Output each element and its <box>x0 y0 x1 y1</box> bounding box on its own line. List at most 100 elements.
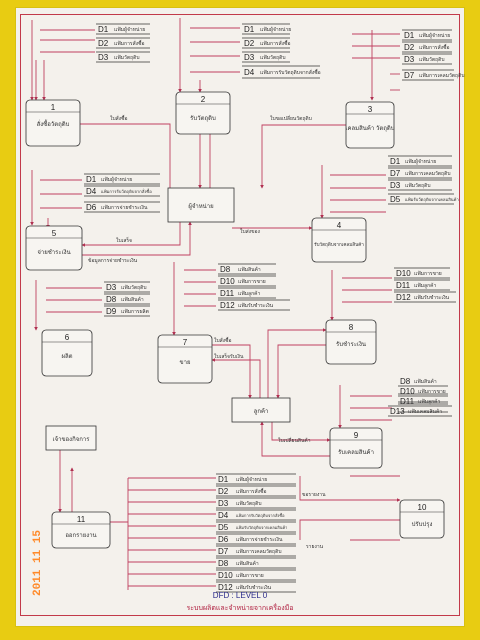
store-d8-id: D8 <box>400 377 411 386</box>
flow-receipt-invoice: ใบส่งของ <box>240 228 261 235</box>
process-7-name: ขาย <box>180 360 191 366</box>
store-d6-id: D6 <box>218 535 229 544</box>
process-9-number: 9 <box>354 431 359 440</box>
entity-owner-label: เจ้าของกิจการ <box>53 436 91 443</box>
store-d3-name: แฟ้มวัตถุดิบ <box>236 500 262 507</box>
process-9-name: รับเคลมสินค้า <box>338 449 374 456</box>
store-d2-id: D2 <box>218 487 229 496</box>
store-d1-id: D1 <box>390 157 401 166</box>
process-4-number: 4 <box>337 221 342 230</box>
store-d12-id: D12 <box>220 301 235 310</box>
flow-cust-claim: ใบเปลี่ยนสินค้า <box>278 437 311 444</box>
store-d3-id: D3 <box>390 181 401 190</box>
store-d7-name: แฟ้มการเคลมวัตถุดิบ <box>419 72 465 79</box>
flow-labels: ใบสั่งซื้อ ใบขอเปลี่ยนวัตถุดิบ ใบส่งของ … <box>88 113 326 550</box>
process-2-number: 2 <box>201 95 206 104</box>
store-d1-name: แฟ้มผู้จำหน่าย <box>405 158 436 165</box>
process-3: 3 เคลมสินค้า วัตถุดิบ <box>345 101 395 149</box>
store-d10-name: แฟ้มการขาย <box>238 278 266 285</box>
store-d9-name: แฟ้มการผลิต <box>121 308 149 315</box>
flow-report-out: รายงาน <box>306 544 324 550</box>
flow-report-request: ขอรายงาน <box>302 492 326 498</box>
store-d10-name: แฟ้มการขาย <box>418 388 446 395</box>
entity-supplier-label: ผู้จำหน่าย <box>188 203 213 210</box>
store-d10-id: D10 <box>396 269 411 278</box>
store-d4-name: แฟ้มการรับวัตถุดิบจากสั่งซื้อ <box>236 511 285 519</box>
store-d10-name: แฟ้มการขาย <box>236 572 264 579</box>
store-d7-id: D7 <box>390 169 401 178</box>
flow-lines <box>30 18 401 590</box>
store-d5-name: แฟ้มรับวัตถุดิบจากเคลมสินค้า <box>236 525 287 531</box>
store-d11-id: D11 <box>400 397 415 406</box>
process-11-name: ออกรายงาน <box>65 532 96 539</box>
store-d6-id: D6 <box>86 203 97 212</box>
process-10-name: ปรับปรุง <box>412 521 433 528</box>
diagram-title: DFD : LEVEL 0 <box>213 591 268 600</box>
store-d3-name: แฟ้มวัตถุดิบ <box>419 56 445 63</box>
store-d2-id: D2 <box>244 39 255 48</box>
store-d3-name: แฟ้มวัตถุดิบ <box>114 54 140 61</box>
store-d2-id: D2 <box>404 43 415 52</box>
store-d13-name: แฟ้มเคลมสินค้า <box>408 408 442 415</box>
store-d5-id: D5 <box>218 523 229 532</box>
store-d7-id: D7 <box>218 547 229 556</box>
process-11: 11 ออกรายงาน <box>51 511 111 549</box>
store-d9-id: D9 <box>106 307 117 316</box>
store-d11-id: D11 <box>220 289 235 298</box>
store-d6-name: แฟ้มการจ่ายชำระเงิน <box>101 204 148 211</box>
store-d1-id: D1 <box>98 25 109 34</box>
store-d3-name: แฟ้มวัตถุดิบ <box>260 54 286 61</box>
store-d2-name: แฟ้มการสั่งซื้อ <box>236 486 266 495</box>
store-d12-name: แฟ้มรับชำระเงิน <box>414 294 450 301</box>
store-d5-name: แฟ้มรับวัตถุดิบจากเคลมสินค้า <box>405 197 459 203</box>
entity-owner: เจ้าของกิจการ <box>45 425 97 451</box>
store-d10-name: แฟ้มการขาย <box>414 270 442 277</box>
store-d4-name: แฟ้มการรับวัตถุดิบจากสั่งซื้อ <box>101 188 152 195</box>
process-11-number: 11 <box>77 515 86 524</box>
store-d1-id: D1 <box>218 475 229 484</box>
process-1: 1 สั่งซื้อวัตถุดิบ <box>25 99 81 147</box>
store-d2-id: D2 <box>98 39 109 48</box>
store-d10-id: D10 <box>220 277 235 286</box>
flow-cust-order: ใบสั่งซื้อ <box>214 335 232 344</box>
store-d11-name: แฟ้มลูกค้า <box>418 398 440 405</box>
process-6: 6 ผลิต <box>41 329 93 377</box>
store-d8-name: แฟ้มสินค้า <box>414 378 437 385</box>
store-d5-id: D5 <box>390 195 401 204</box>
store-d1-name: แฟ้มผู้จำหน่าย <box>419 32 450 39</box>
entity-customer-label: ลูกค้า <box>254 408 269 415</box>
process-6-number: 6 <box>65 333 70 342</box>
store-d7-id: D7 <box>404 71 415 80</box>
store-d11-name: แฟ้มลูกค้า <box>414 282 436 289</box>
store-d2-name: แฟ้มการสั่งซื้อ <box>260 38 290 47</box>
store-d12-name: แฟ้มรับชำระเงิน <box>238 302 274 309</box>
store-d3-id: D3 <box>404 55 415 64</box>
data-store-frames <box>84 23 456 593</box>
process-2-name: รับวัตถุดิบ <box>190 115 216 122</box>
process-7: 7 ขาย <box>157 334 213 384</box>
store-d8-name: แฟ้มสินค้า <box>238 266 261 273</box>
store-d3-name: แฟ้มวัตถุดิบ <box>121 284 147 291</box>
flow-order-form: ใบสั่งซื้อ <box>110 113 128 122</box>
store-d8-name: แฟ้มสินค้า <box>236 560 259 567</box>
store-d10-id: D10 <box>400 387 415 396</box>
process-10: 10 ปรับปรุง <box>399 499 445 539</box>
photo-date-stamp: 2011 11 15 <box>32 530 44 596</box>
process-5: 5 จ่ายชำระเงิน <box>25 225 83 271</box>
flow-claim-form: ใบขอเปลี่ยนวัตถุดิบ <box>270 115 312 122</box>
store-d2-name: แฟ้มการสั่งซื้อ <box>419 42 449 51</box>
process-4: 4 รับวัตถุดิบจากเคลมสินค้า <box>311 217 367 263</box>
flow-cust-receipt: ใบเสร็จรับเงิน <box>214 352 244 360</box>
process-8-name: รับชำระเงิน <box>336 341 366 348</box>
store-d4-id: D4 <box>244 68 255 77</box>
store-d1-name: แฟ้มผู้จำหน่าย <box>236 476 267 483</box>
process-8-number: 8 <box>349 323 354 332</box>
